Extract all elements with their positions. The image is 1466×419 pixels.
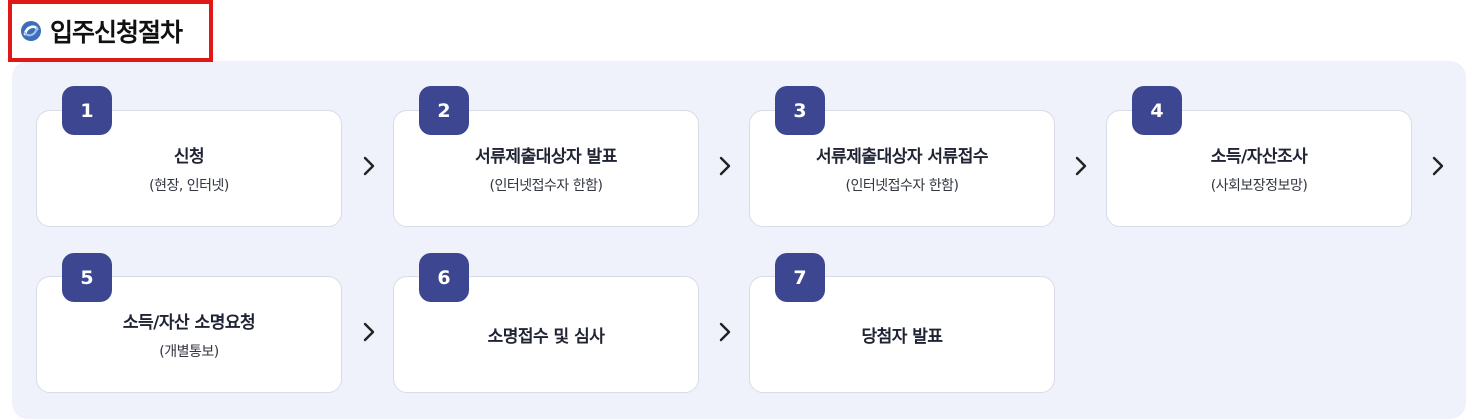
step-number-badge: 5	[62, 253, 112, 302]
step-subtitle: (현장, 인터넷)	[149, 178, 229, 194]
step-subtitle: (인터넷접수자 한함)	[845, 178, 959, 194]
step-title: 소명접수 및 심사	[487, 327, 605, 347]
step-number-badge: 6	[419, 253, 469, 302]
chevron-right-icon	[1075, 156, 1087, 176]
chevron-right-icon	[1432, 156, 1444, 176]
step-subtitle: (사회보장정보망)	[1210, 178, 1308, 194]
chevron-right-icon	[719, 156, 731, 176]
section-title-box: 입주신청절차	[8, 0, 213, 62]
step-number-badge: 7	[775, 253, 825, 302]
chevron-right-icon	[363, 322, 375, 342]
step-subtitle: (인터넷접수자 한함)	[489, 178, 603, 194]
step-card-3: 서류제출대상자 서류접수 (인터넷접수자 한함)	[749, 110, 1055, 227]
step-number-badge: 2	[419, 86, 469, 135]
step-number-badge: 1	[62, 86, 112, 135]
step-title: 소득/자산조사	[1210, 147, 1308, 167]
step-title: 소득/자산 소명요청	[122, 313, 256, 333]
logo-swirl-icon	[21, 21, 41, 41]
step-title: 서류제출대상자 발표	[475, 147, 617, 167]
step-title: 서류제출대상자 서류접수	[816, 147, 988, 167]
step-title: 당첨자 발표	[861, 327, 943, 347]
step-number-badge: 3	[775, 86, 825, 135]
step-card-6: 소명접수 및 심사	[393, 276, 699, 393]
chevron-right-icon	[363, 156, 375, 176]
section-title: 입주신청절차	[50, 18, 183, 47]
chevron-right-icon	[719, 322, 731, 342]
step-subtitle: (개별통보)	[159, 344, 219, 360]
step-title: 신청	[173, 147, 205, 167]
step-number-badge: 4	[1132, 86, 1182, 135]
step-card-2: 서류제출대상자 발표 (인터넷접수자 한함)	[393, 110, 699, 227]
